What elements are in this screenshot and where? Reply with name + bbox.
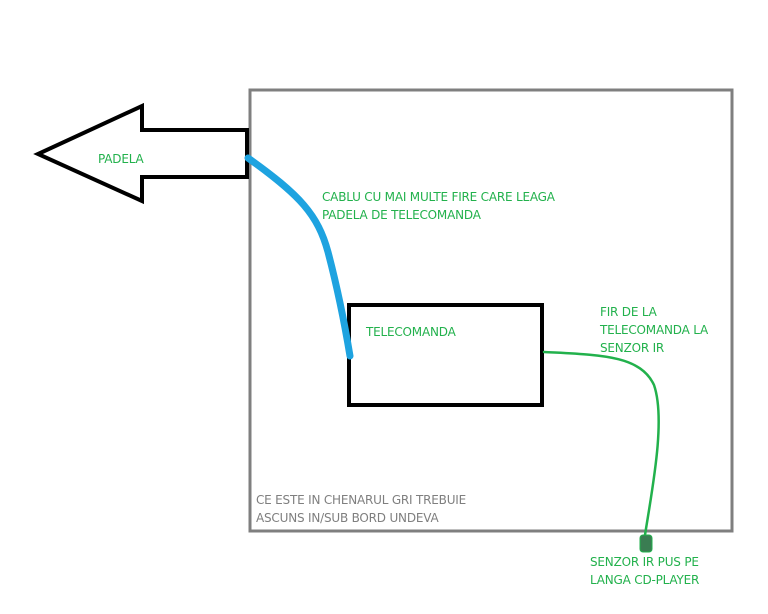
paddle-arrow <box>33 102 249 205</box>
sensor-label-line-2: LANGA CD-PLAYER <box>590 573 700 587</box>
wire-label-line-2: TELECOMANDA LA <box>600 323 708 337</box>
hidden-area-frame <box>248 88 734 533</box>
cable-label-line-2: PADELA DE TELECOMANDA <box>322 208 481 222</box>
ir-sensor <box>639 534 653 553</box>
cable-label-line-1: CABLU CU MAI MULTE FIRE CARE LEAGA <box>322 190 555 204</box>
paddle-label: PADELA <box>98 152 144 166</box>
remote-box <box>347 303 544 407</box>
wire-label-line-3: SENZOR IR <box>600 341 665 355</box>
ir-sensor-wire <box>542 350 660 537</box>
remote-label: TELECOMANDA <box>366 325 456 339</box>
hidden-area-note-line-2: ASCUNS IN/SUB BORD UNDEVA <box>256 511 439 525</box>
multi-wire-cable <box>244 154 354 360</box>
sensor-label-line-1: SENZOR IR PUS PE <box>590 555 699 569</box>
wire-label-line-1: FIR DE LA <box>600 305 657 319</box>
hidden-area-note-line-1: CE ESTE IN CHENARUL GRI TREBUIE <box>256 493 466 507</box>
